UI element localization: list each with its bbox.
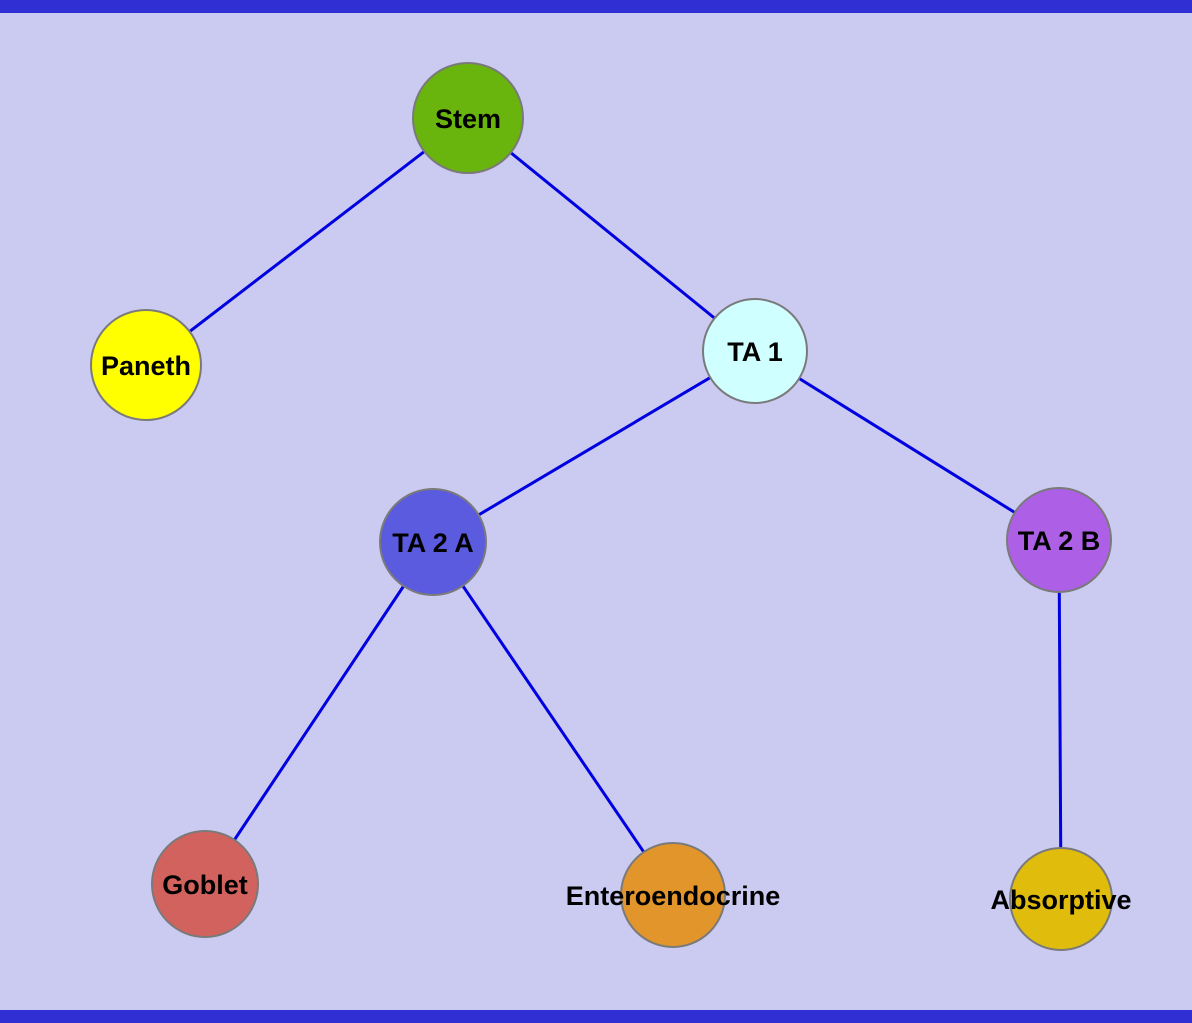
- bottom-border-bar: [0, 1010, 1192, 1023]
- node-ta2b[interactable]: [1006, 487, 1112, 593]
- edge-ta2a-enteroendocrine: [431, 541, 675, 896]
- node-enteroendocrine[interactable]: [620, 842, 726, 948]
- node-group-ta2a: TA 2 A: [379, 488, 487, 596]
- node-group-paneth: Paneth: [90, 309, 202, 421]
- node-paneth[interactable]: [90, 309, 202, 421]
- node-group-goblet: Goblet: [151, 830, 259, 938]
- node-stem[interactable]: [412, 62, 524, 174]
- node-ta2a[interactable]: [379, 488, 487, 596]
- top-border-bar: [0, 0, 1192, 13]
- node-group-absorptive: Absorptive: [990, 847, 1132, 951]
- edge-stem-ta1: [467, 116, 756, 353]
- node-group-ta1: TA 1: [702, 298, 808, 404]
- edge-stem-paneth: [145, 116, 469, 367]
- node-absorptive[interactable]: [1009, 847, 1113, 951]
- node-group-ta2b: TA 2 B: [1006, 487, 1112, 593]
- edge-ta2b-absorptive: [1057, 539, 1063, 900]
- node-ta1[interactable]: [702, 298, 808, 404]
- edge-ta1-ta2a: [432, 349, 756, 544]
- node-group-stem: Stem: [412, 62, 524, 174]
- node-group-enteroendocrine: Enteroendocrine: [566, 842, 780, 948]
- edge-ta2a-goblet: [203, 541, 435, 885]
- node-goblet[interactable]: [151, 830, 259, 938]
- edge-ta1-ta2b: [754, 349, 1060, 542]
